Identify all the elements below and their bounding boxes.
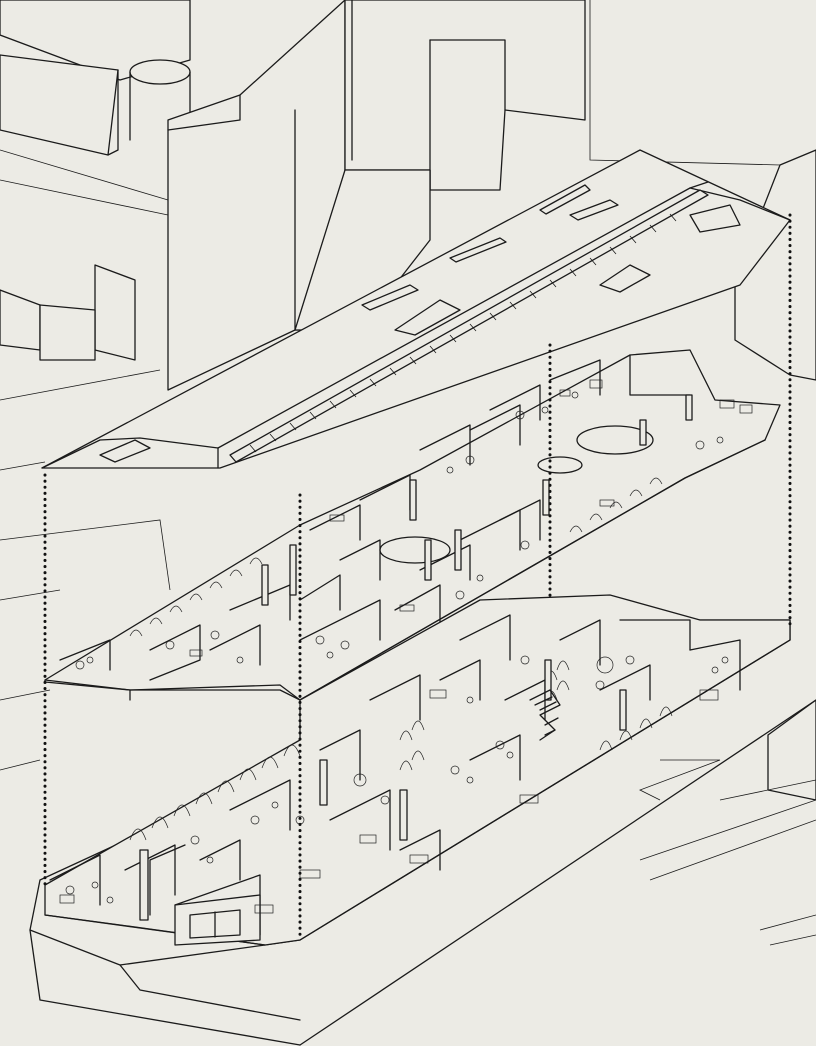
ground-columns [139,659,627,921]
context-block-3 [344,0,586,191]
roof-opening-1 [361,284,419,311]
roof-layer [41,149,791,469]
roof-slab [41,149,791,469]
ground-floor-layer [29,594,816,1046]
upper-floor-layer [44,349,781,701]
context-block-5 [767,699,816,801]
context-block-2 [0,54,119,156]
alignment-lines [43,213,792,942]
ground-entrance [174,894,261,946]
upper-void [379,536,451,564]
roof-skylight-strip [229,189,709,463]
context-tank [129,59,191,85]
upper-furniture [75,379,753,670]
upper-atrium-oval [576,425,654,455]
ground-stair [529,689,561,741]
ground-furniture [59,655,729,914]
roof-opening-3 [539,184,591,215]
upper-partitions [59,354,691,681]
upper-arcade [129,477,663,637]
context-buildings [0,0,816,946]
upper-columns [261,394,693,606]
ground-partitions [49,614,741,936]
roof-opening-2 [449,237,507,263]
